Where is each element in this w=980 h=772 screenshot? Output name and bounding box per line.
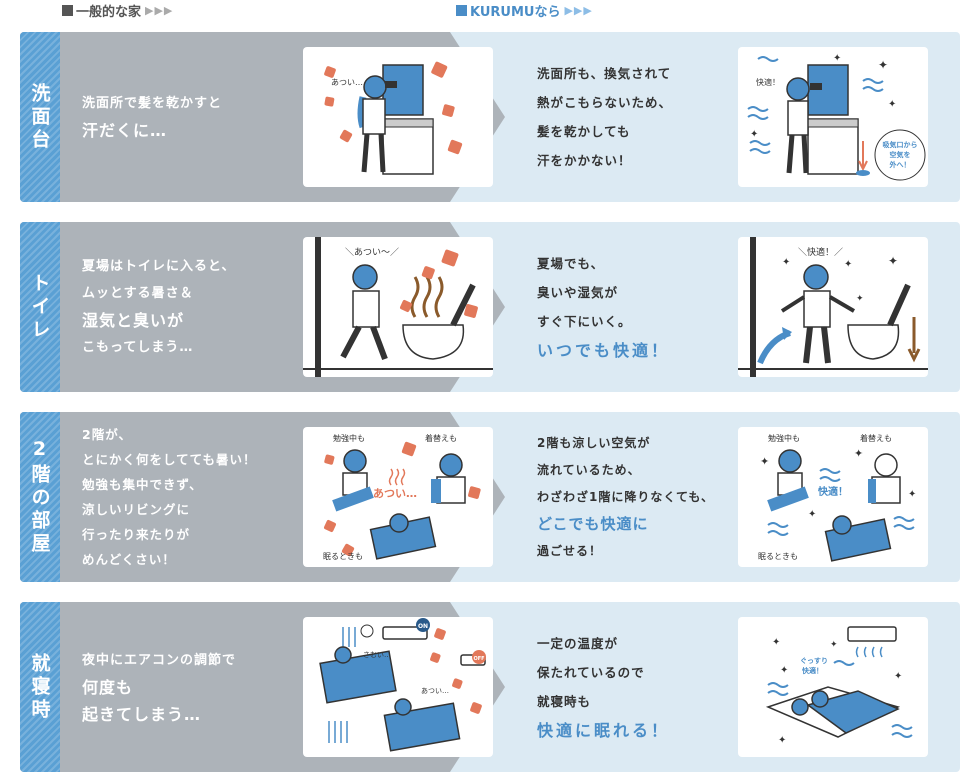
problem-text: 夜中にエアコンの調節で 何度も 起きてしまう…: [82, 652, 237, 724]
svg-text:あつい…: あつい…: [421, 687, 449, 695]
toilet-hot-icon: ＼あつい～／: [303, 237, 493, 377]
svg-text:ON: ON: [418, 623, 428, 630]
toilet-comfortable-icon: ✦ ✦ ✦ ✦ ＼快適！／: [738, 237, 928, 377]
svg-text:✦: ✦: [856, 294, 864, 304]
svg-text:✦: ✦: [780, 665, 788, 676]
svg-text:✦: ✦: [894, 671, 902, 682]
hairdryer-woman-comfortable-icon: ✦ ✦ ✦ ✦ 吸気口から 空気を 外へ！ 快適！: [747, 53, 926, 181]
comparison-row-bedtime: 就寝時 夜中にエアコンの調節で 何度も 起きてしまう… ON OFF: [20, 602, 960, 772]
svg-text:さむい…: さむい…: [363, 651, 391, 659]
svg-text:眠るときも: 眠るときも: [758, 552, 798, 561]
category-label: 2階の部屋: [20, 412, 60, 582]
solution-text: 一定の温度が 保たれているので 就寝時も 快適に眠れる！: [537, 636, 671, 740]
svg-text:あつい…: あつい…: [373, 487, 417, 500]
bedtime-aircon-illustration: ON OFF さむい… あつい…: [303, 617, 493, 757]
square-icon: [456, 4, 467, 16]
arrow-right-icon: ▶▶▶: [145, 3, 174, 17]
svg-text:✦: ✦: [878, 58, 888, 72]
general-home-header: 一般的な家 ▶▶▶: [62, 0, 173, 20]
sleeping-comfortable-icon: ✦ ✦ ✦ ✦ ✦ ぐっすり 快適！: [765, 626, 913, 746]
problem-text: 2階が、 とにかく何をしてても暑い！ 勉強も集中できず、 涼しいリビングに 行っ…: [82, 427, 257, 567]
hairdryer-woman-hot-icon: あつい…: [324, 61, 463, 175]
svg-text:着替えも: 着替えも: [425, 433, 457, 443]
category-label: トイレ: [20, 222, 60, 392]
toilet-hot-illustration: ＼あつい～／: [303, 237, 493, 377]
svg-text:✦: ✦: [830, 640, 838, 650]
svg-text:OFF: OFF: [473, 656, 484, 662]
svg-text:✦: ✦: [854, 447, 863, 460]
toilet-comfortable-illustration: ✦ ✦ ✦ ✦ ＼快適！／: [738, 237, 928, 377]
bedtime-comfortable-illustration: ✦ ✦ ✦ ✦ ✦ ぐっすり 快適！: [738, 617, 928, 757]
svg-text:✦: ✦: [760, 455, 769, 468]
kurumu-label: KURUMUなら: [470, 4, 561, 20]
solution-text: 洗面所も、換気されて 熱がこもらないため、 髪を乾かしても 汗をかかない！: [537, 66, 673, 168]
svg-text:✦: ✦: [888, 254, 898, 268]
svg-text:✦: ✦: [782, 257, 790, 268]
comparison-row-upstairs: 2階の部屋 2階が、 とにかく何をしてても暑い！ 勉強も集中できず、 涼しいリビ…: [20, 412, 960, 582]
svg-text:勉強中も: 勉強中も: [333, 433, 365, 443]
problem-text: 洗面所で髪を乾かすと 汗だくに…: [82, 96, 223, 140]
comparison-row-washroom: 洗面台 洗面所で髪を乾かすと 汗だくに… あつい… 洗面所も、換気されて: [20, 32, 960, 202]
washroom-hot-illustration: あつい…: [303, 47, 493, 187]
category-label: 就寝時: [20, 602, 60, 772]
arrow-right-icon: ▶▶▶: [564, 3, 593, 17]
svg-text:✦: ✦: [750, 129, 758, 140]
svg-text:✦: ✦: [908, 489, 916, 500]
general-home-label: 一般的な家: [76, 4, 142, 20]
svg-text:ぐっすり: ぐっすり: [800, 656, 828, 665]
night-aircon-icon: ON OFF さむい… あつい…: [319, 618, 486, 752]
svg-text:外へ！: 外へ！: [890, 160, 911, 169]
kurumu-header: KURUMUなら ▶▶▶: [456, 0, 593, 20]
svg-text:✦: ✦: [844, 259, 852, 270]
svg-text:✦: ✦: [778, 735, 786, 746]
comfortable-speech-label: ＼快適！／: [798, 246, 843, 258]
svg-text:✦: ✦: [772, 637, 780, 648]
svg-text:✦: ✦: [888, 99, 896, 110]
svg-text:✦: ✦: [808, 509, 816, 520]
square-icon: [62, 4, 73, 16]
upstairs-hot-illustration: 勉強中も 着替えも あつい… 眠るときも: [303, 427, 493, 567]
svg-text:眠るときも: 眠るときも: [323, 552, 363, 561]
svg-text:空気を: 空気を: [890, 150, 911, 159]
upstairs-comfortable-icon: ✦ ✦ ✦ ✦ 勉強中も 着替えも 快適！ 眠るときも: [758, 433, 916, 562]
upstairs-hot-icon: 勉強中も 着替えも あつい… 眠るときも: [323, 433, 481, 561]
hot-speech-label: あつい…: [331, 78, 363, 87]
solution-text: 夏場でも、 臭いや湿気が すぐ下にいく。 いつでも快適！: [537, 256, 671, 360]
problem-text: 夏場はトイレに入ると、 ムッとする暑さ＆ 湿気と臭いが こもってしまう…: [82, 259, 236, 355]
hot-speech-label: ＼あつい～／: [345, 247, 399, 258]
comfortable-speech-label: 快適！: [756, 77, 780, 87]
svg-text:勉強中も: 勉強中も: [768, 433, 800, 443]
svg-text:快適！: 快適！: [817, 485, 848, 498]
svg-text:✦: ✦: [833, 53, 841, 64]
washroom-comfortable-illustration: ✦ ✦ ✦ ✦ 吸気口から 空気を 外へ！ 快適！: [738, 47, 928, 187]
solution-text: 2階も涼しい空気が 流れているため、 わざわざ1階に降りなくても、 どこでも快適…: [537, 435, 715, 558]
svg-text:吸気口から: 吸気口から: [883, 140, 918, 149]
category-label: 洗面台: [20, 32, 60, 202]
svg-text:着替えも: 着替えも: [860, 433, 892, 443]
svg-text:快適！: 快適！: [802, 666, 823, 675]
upstairs-comfortable-illustration: ✦ ✦ ✦ ✦ 勉強中も 着替えも 快適！ 眠るときも: [738, 427, 928, 567]
comparison-row-toilet: トイレ 夏場はトイレに入ると、 ムッとする暑さ＆ 湿気と臭いが こもってしまう……: [20, 222, 960, 392]
